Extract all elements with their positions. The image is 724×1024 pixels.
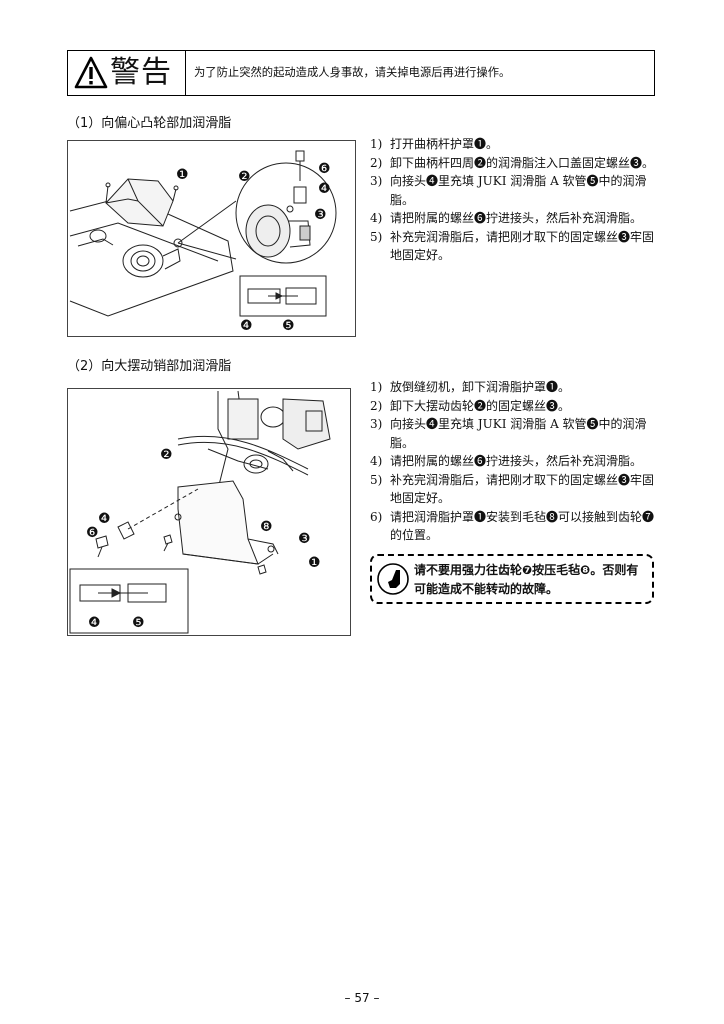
page-number: – 57 –	[344, 991, 380, 1005]
callout-2: ❷	[160, 447, 173, 463]
callout-4: ❹	[98, 511, 111, 527]
section2-step-3: 3)向接头❹里充填 JUKI 润滑脂 A 软管❺中的润滑脂。	[370, 417, 647, 450]
section2-figure: ❷ ❸ ❽ ❶ ❹ ❻ ❹ ❺	[67, 388, 351, 636]
section2-step-6: 6)请把润滑脂护罩❶安装到毛毡❽可以接触到齿轮❼的位置。	[370, 509, 655, 543]
caution-hand-icon	[377, 563, 409, 595]
warning-label-area: 警告	[68, 51, 186, 95]
callout-3: ❸	[314, 207, 327, 223]
section1-figure: ❶ ❷ ❸ ❹ ❻ ❹ ❺	[67, 140, 356, 337]
section1-step-5: 5)补充完润滑脂后，请把刚才取下的固定螺丝❸牢固地固定好。	[370, 229, 655, 263]
callout-1: ❶	[176, 167, 189, 183]
callout-8: ❽	[260, 519, 273, 535]
callout-4b: ❹	[88, 615, 101, 631]
oscillator-pin-illustration	[69, 390, 331, 634]
caution-box: 请不要用强力往齿轮❼按压毛毡❽。否则有 可能造成不能转动的故障。	[370, 554, 654, 604]
section2-step-2: 2)卸下大摆动齿轮❷的固定螺丝❸。	[370, 398, 571, 413]
caution-text: 请不要用强力往齿轮❼按压毛毡❽。否则有 可能造成不能转动的故障。	[414, 563, 639, 596]
callout-3: ❸	[298, 531, 311, 547]
callout-5b: ❺	[132, 615, 145, 631]
callout-6: ❻	[86, 525, 99, 541]
section1-step-4: 4)请把附属的螺丝❻拧进接头，然后补充润滑脂。	[370, 211, 643, 225]
section2-heading: （2）向大摆动销部加润滑脂	[67, 359, 232, 374]
section2-steps: 1)放倒缝纫机，卸下润滑脂护罩❶。 2)卸下大摆动齿轮❷的固定螺丝❸。 3)向接…	[370, 378, 656, 545]
warning-text: 为了防止突然的起动造成人身事故，请关掉电源后再进行操作。	[194, 66, 511, 79]
eccentric-cam-illustration	[69, 150, 337, 317]
section1-step-3: 3)向接头❹里充填 JUKI 润滑脂 A 软管❺中的润滑脂。	[370, 174, 647, 207]
section1-heading: （1）向偏心凸轮部加润滑脂	[67, 116, 232, 131]
section2-step-4: 4)请把附属的螺丝❻拧进接头，然后补充润滑脂。	[370, 454, 643, 468]
callout-1: ❶	[308, 555, 321, 571]
section1-step-1: 1)打开曲柄杆护罩❶。	[370, 137, 499, 151]
warning-triangle-icon	[74, 56, 108, 89]
section2-step-5: 5)补充完润滑脂后，请把刚才取下的固定螺丝❸牢固地固定好。	[370, 472, 655, 506]
section1-steps: 1)打开曲柄杆护罩❶。 2)卸下曲柄杆四周❷的润滑脂注入口盖固定螺丝❸。 3)向…	[370, 135, 656, 265]
section1-step-2: 2)卸下曲柄杆四周❷的润滑脂注入口盖固定螺丝❸。	[370, 155, 655, 170]
warning-title: 警告	[110, 55, 172, 90]
callout-6: ❻	[318, 161, 331, 177]
section2-step-1: 1)放倒缝纫机，卸下润滑脂护罩❶。	[370, 380, 571, 394]
callout-4b: ❹	[240, 318, 253, 334]
warning-box: 警告 为了防止突然的起动造成人身事故，请关掉电源后再进行操作。	[67, 50, 655, 96]
callout-5b: ❺	[282, 318, 295, 334]
callout-4: ❹	[318, 181, 331, 197]
callout-2: ❷	[238, 169, 251, 185]
